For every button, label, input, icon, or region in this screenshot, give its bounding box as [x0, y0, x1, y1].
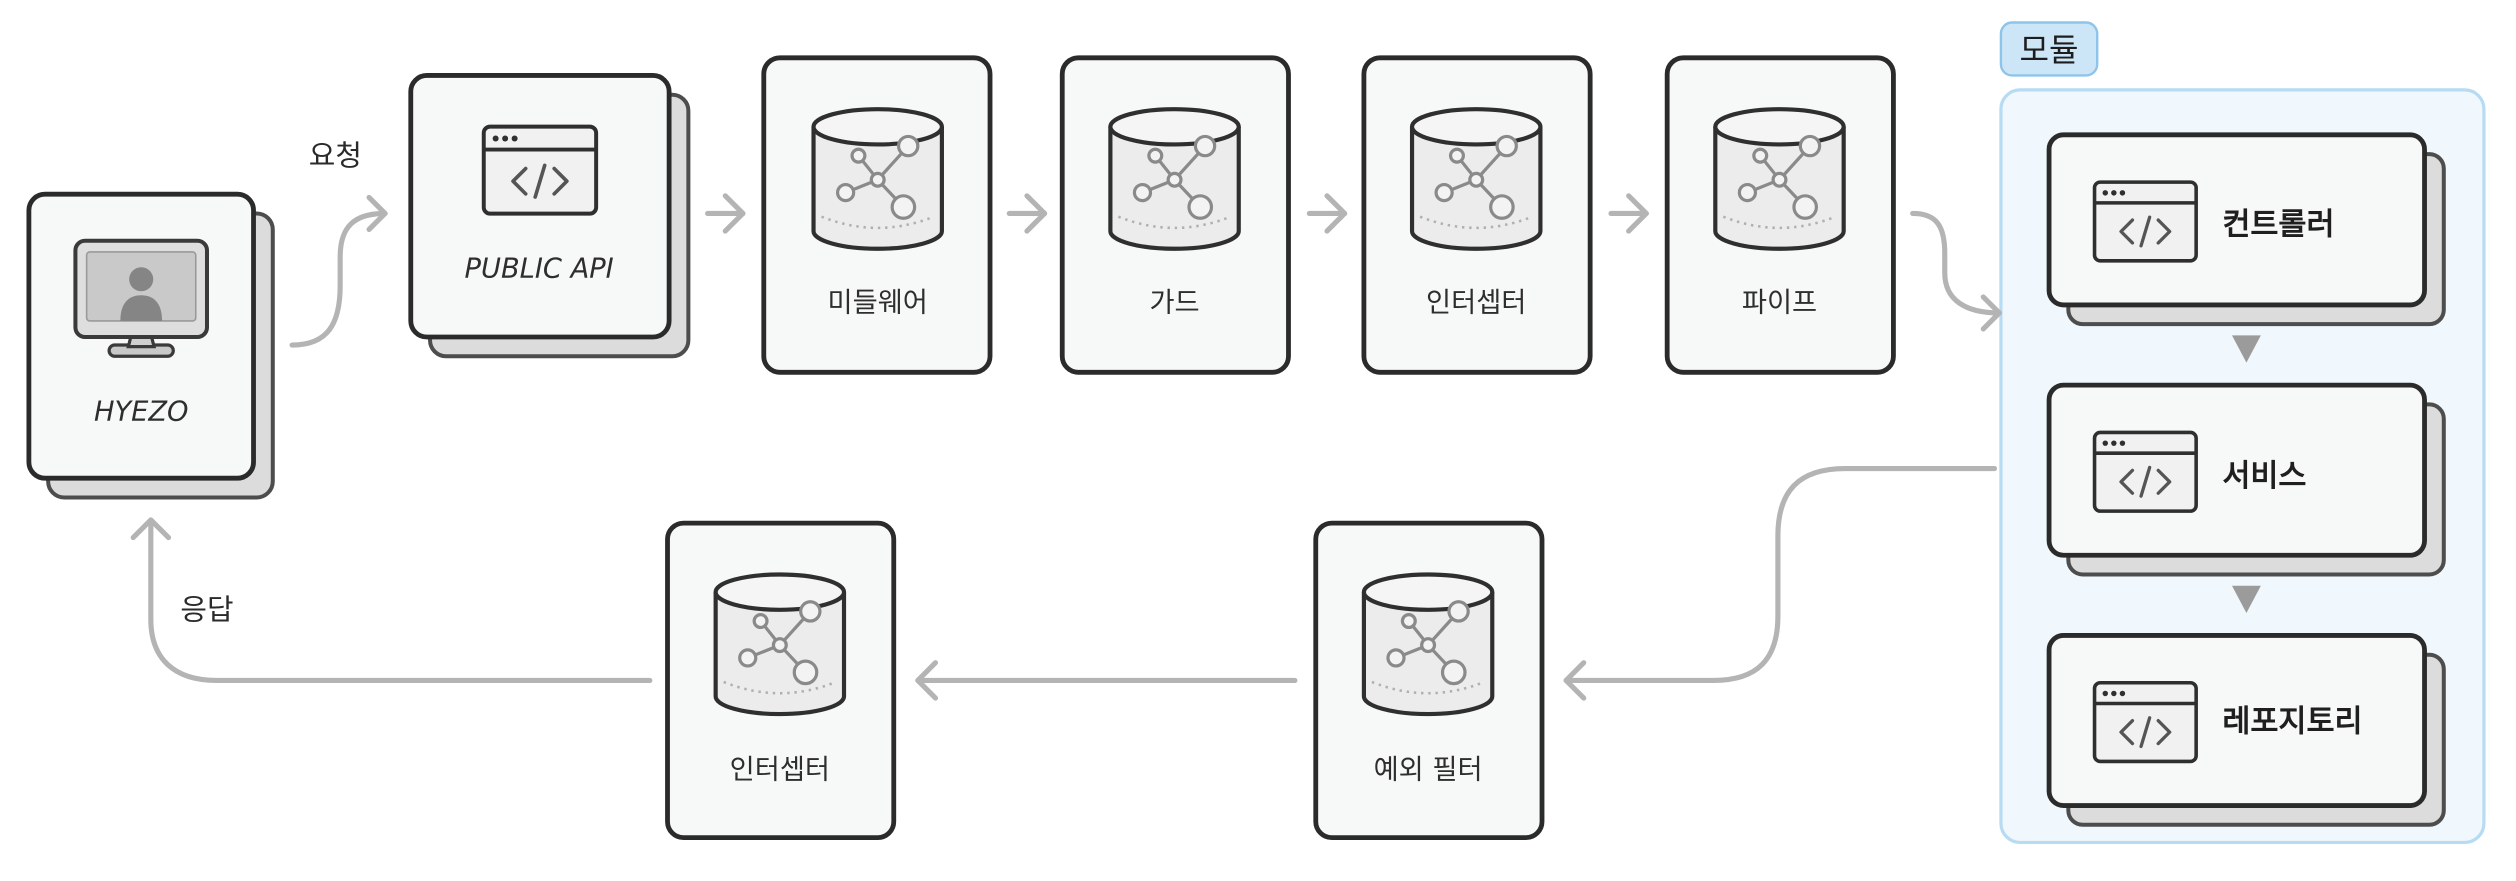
module-entry-arrow-head — [1980, 294, 2002, 332]
request-arrow — [289, 210, 388, 348]
interceptor-label: 인터셉터 — [1426, 287, 1526, 318]
repository-label: 레포지토리 — [2222, 705, 2362, 740]
database-icon — [814, 109, 942, 249]
repository-card: 레포지토리 — [2046, 633, 2446, 827]
flow-arrow — [705, 193, 746, 234]
client-label: HYEZO — [94, 396, 189, 427]
flow-arrow — [1306, 193, 1348, 234]
module-badge — [1999, 21, 2099, 77]
guard-card: 가드 — [1059, 55, 1291, 375]
code-window-icon — [484, 127, 596, 214]
code-window-icon — [2092, 180, 2198, 263]
code-window-icon — [2092, 680, 2198, 764]
public-api-label: PUBLIC API — [465, 254, 614, 285]
request-label: 요청 — [309, 138, 362, 172]
module-exit-arrow-head — [1563, 660, 1587, 701]
service-card: 서비스 — [2046, 382, 2446, 577]
response-interceptor-label: 인터셉터 — [730, 754, 830, 785]
request-arrow-head — [366, 194, 388, 233]
flow-arrow — [1608, 193, 1649, 234]
response-label: 응답 — [180, 592, 233, 626]
middleware-card: 미들웨어 — [761, 55, 993, 375]
response-interceptor-card: 인터셉터 — [665, 520, 897, 841]
response-arrow — [148, 517, 653, 683]
exception-filter-card: 예외 필터 — [1313, 520, 1545, 841]
controller-label: 컨트롤러 — [2222, 207, 2334, 242]
monitor-user-icon — [73, 238, 209, 358]
flow-arrows — [130, 193, 2002, 701]
pipe-card: 파이프 — [1664, 55, 1896, 375]
client-card: HYEZO — [26, 191, 275, 500]
database-icon — [1110, 109, 1238, 249]
module-exit-arrow — [1563, 466, 1998, 683]
down-triangle-icon — [2231, 585, 2261, 613]
code-window-icon — [2092, 430, 2198, 513]
module-badge-box — [1999, 21, 2099, 77]
response-flow-arrow-head — [915, 660, 939, 701]
service-label: 서비스 — [2222, 459, 2306, 494]
pipe-label: 파이프 — [1742, 287, 1817, 318]
database-icon — [1364, 574, 1492, 714]
response-arrow-head — [130, 517, 172, 541]
down-triangle-icon — [2231, 335, 2261, 363]
exception-filter-label: 예외 필터 — [1374, 754, 1483, 785]
database-icon — [716, 574, 844, 714]
module-entry-arrow — [1910, 210, 2002, 316]
module-title: 모듈 — [2020, 31, 2079, 69]
flow-arrow — [1006, 193, 1048, 234]
database-icon — [1412, 109, 1540, 249]
controller-card: 컨트롤러 — [2046, 132, 2446, 327]
database-icon — [1715, 109, 1843, 249]
guard-label: 가드 — [1149, 287, 1199, 318]
middleware-label: 미들웨어 — [828, 287, 928, 318]
public-api-card: PUBLIC API — [408, 73, 691, 359]
interceptor-card: 인터셉터 — [1361, 55, 1593, 375]
